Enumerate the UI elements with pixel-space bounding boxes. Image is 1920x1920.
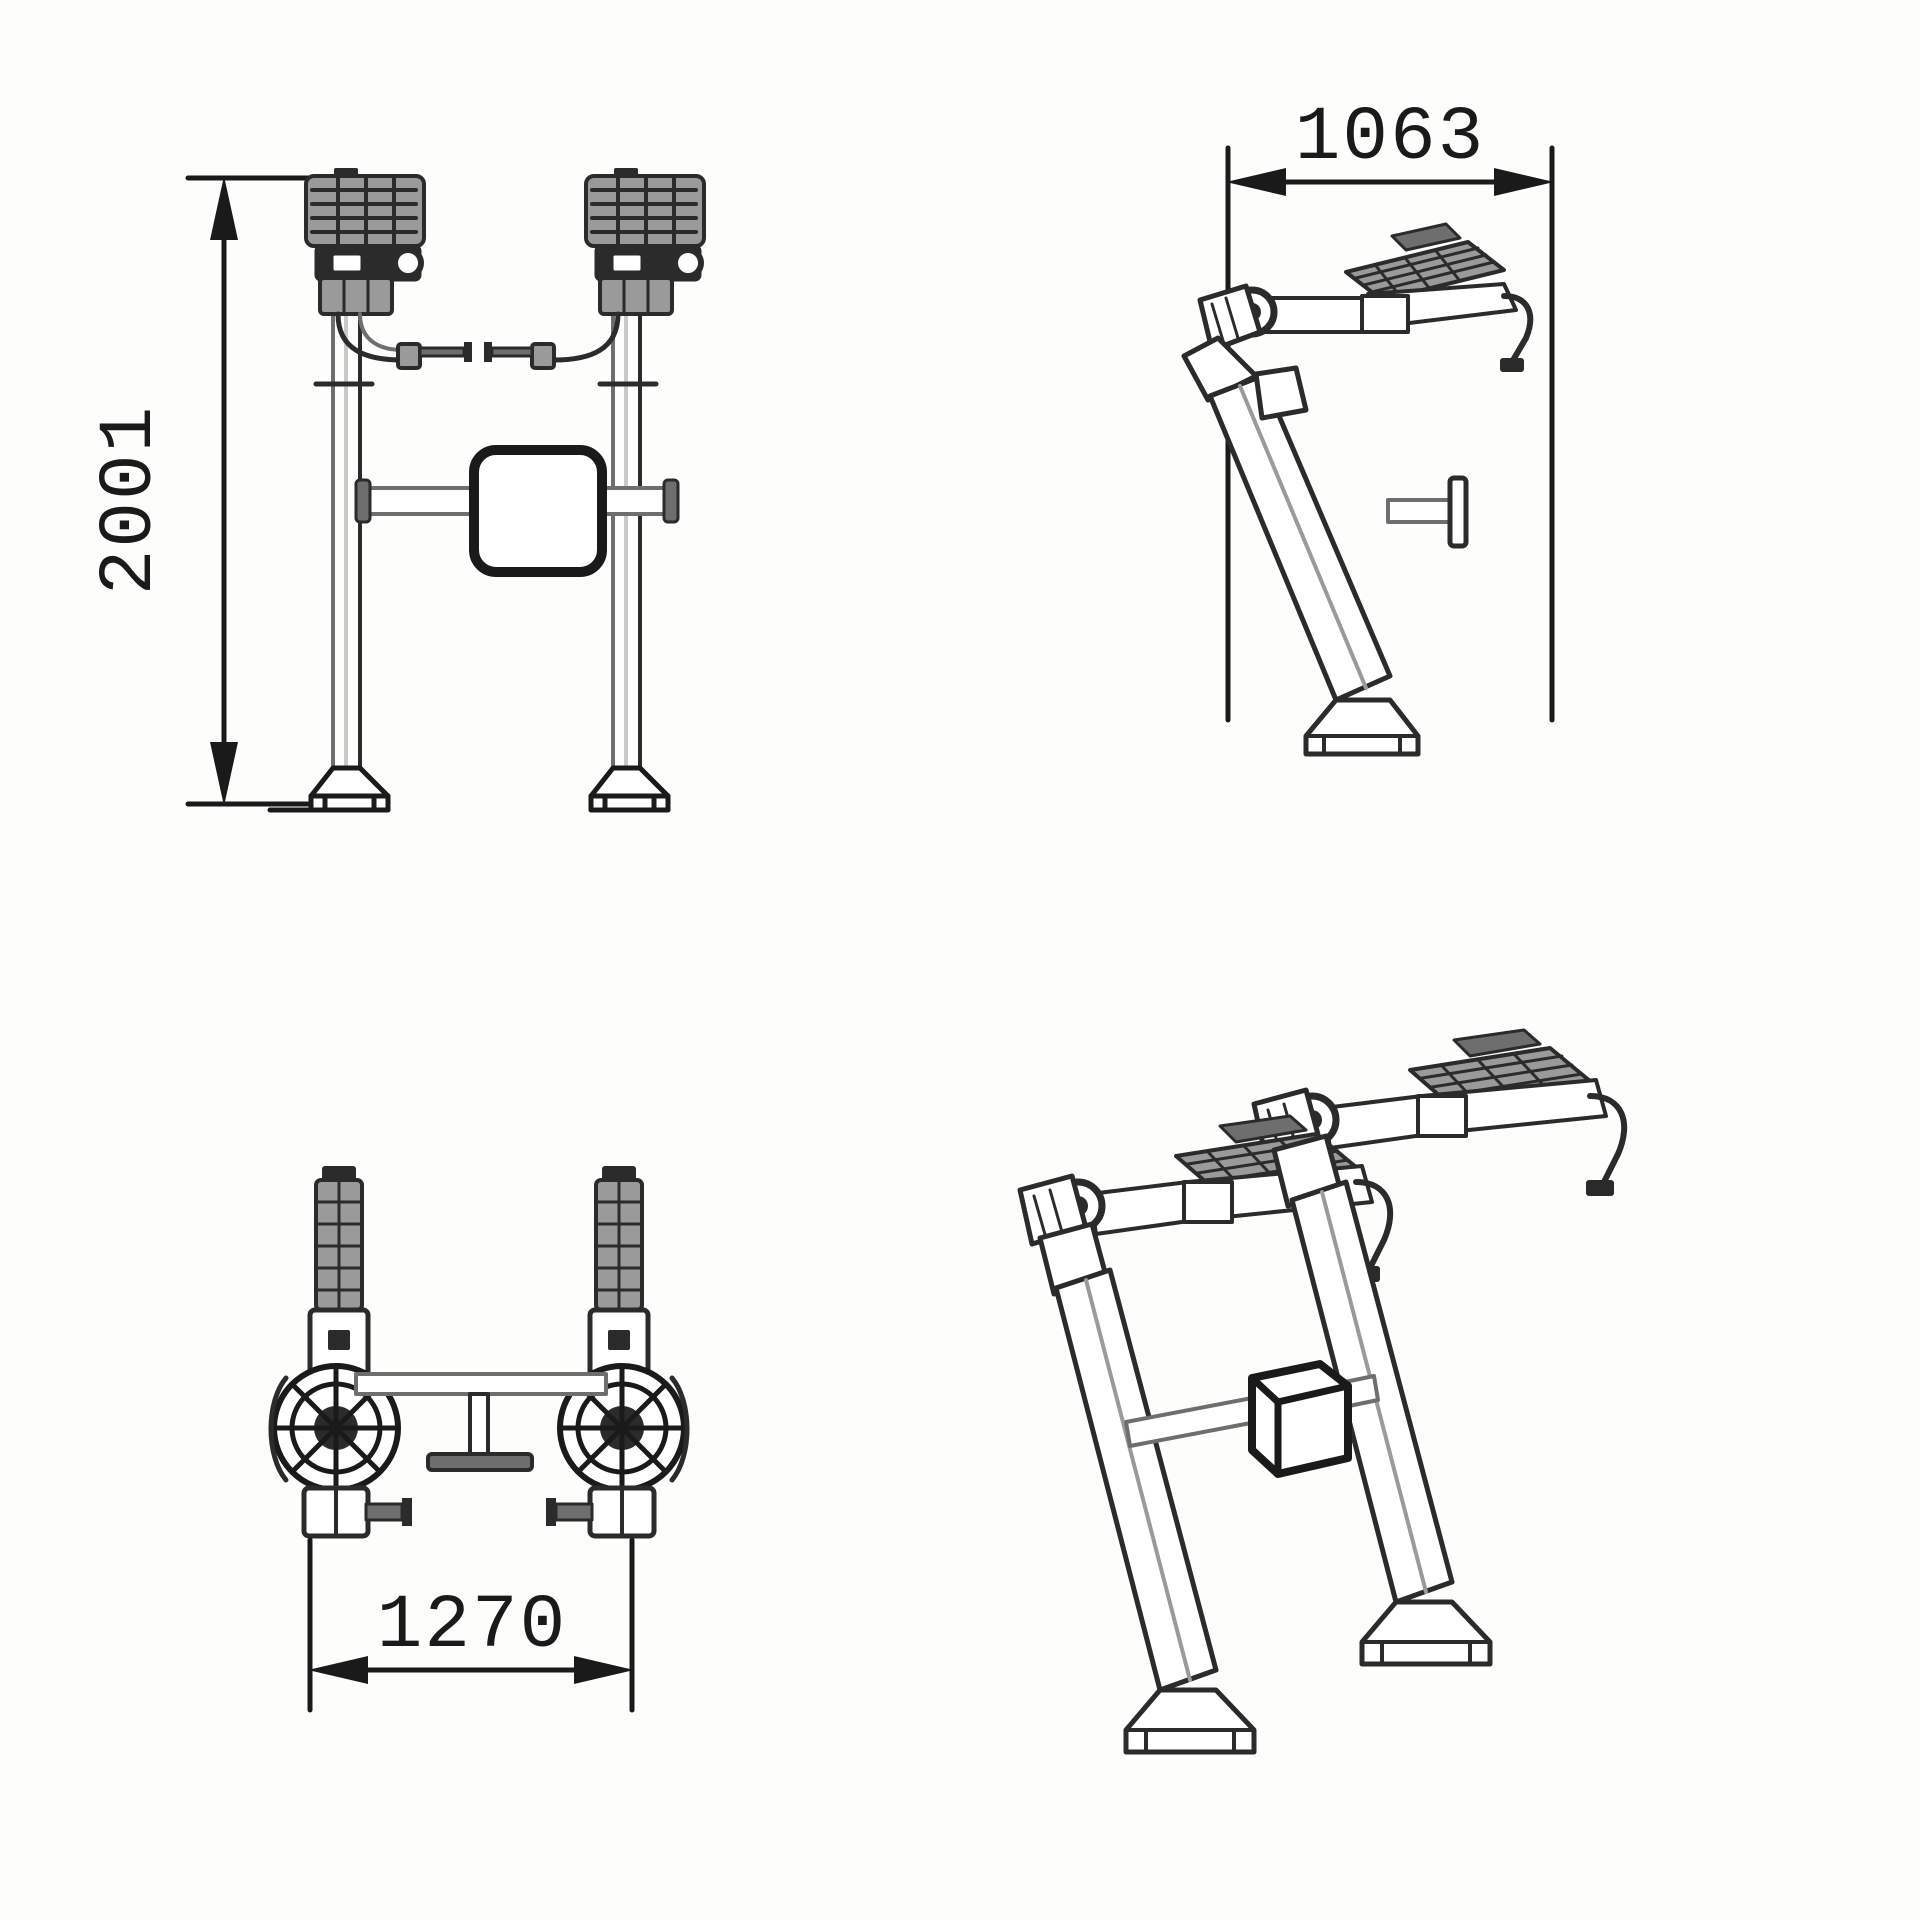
left-foot-base [267, 765, 391, 813]
arrowhead-down [210, 742, 238, 806]
iso-left-pedal-head [1017, 1114, 1394, 1282]
top-crossbar [354, 1372, 608, 1472]
right-post-assembly [588, 268, 671, 813]
arrowhead-left [308, 1656, 368, 1684]
arrowhead-left [1226, 168, 1286, 196]
center-crossbar-panel [354, 445, 680, 577]
side-pedal-head [1197, 222, 1534, 372]
side-elevation-view: 1063 [1100, 95, 1800, 860]
arrowhead-up [210, 176, 238, 240]
arrowhead-right [574, 1656, 634, 1684]
top-plan-view: 1270 [260, 1150, 820, 1770]
top-right-mechanism [546, 1166, 690, 1539]
left-pedal-head [304, 168, 472, 387]
isometric-view [1017, 1028, 1820, 1820]
right-foot-base [588, 765, 671, 813]
dimension-value-width: 1270 [377, 1583, 567, 1669]
dimension-width-1270 [307, 1537, 635, 1713]
dimension-value-depth: 1063 [1295, 95, 1485, 181]
left-post-assembly [267, 268, 391, 813]
arrowhead-right [1494, 168, 1554, 196]
right-pedal-head [484, 168, 706, 387]
side-main-leg [1181, 335, 1469, 757]
front-elevation-view: 2001 [87, 120, 820, 840]
iso-crossbar-panel [1124, 1360, 1380, 1478]
iso-left-leg [1037, 1221, 1257, 1755]
top-left-mechanism [268, 1166, 412, 1539]
dimension-value-height: 2001 [87, 405, 173, 595]
